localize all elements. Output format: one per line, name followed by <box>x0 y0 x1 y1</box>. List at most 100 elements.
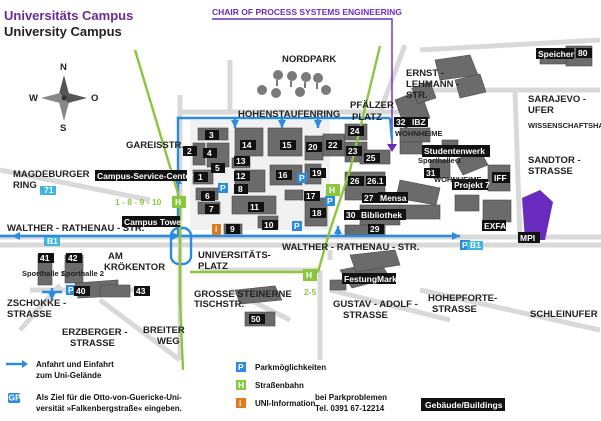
street-erzberger-1: ERZBERGER - <box>62 327 127 338</box>
tram-stop-pfaelzer: H <box>326 184 340 196</box>
building-31[interactable]: 31 <box>426 168 436 178</box>
building-27[interactable]: 27 <box>364 193 374 203</box>
street-ernst-1: ERNST - <box>406 68 444 79</box>
building-2[interactable]: 2 <box>187 146 192 156</box>
studentenwerk[interactable]: Studentenwerk <box>424 146 485 156</box>
building-40[interactable]: 40 <box>76 286 86 296</box>
building-19[interactable]: 19 <box>312 168 322 178</box>
building-6[interactable]: 6 <box>205 191 210 201</box>
building-23[interactable]: 23 <box>348 146 358 156</box>
legend-info: UNI-Information <box>255 399 316 408</box>
compass-north: N <box>60 62 67 73</box>
building-9[interactable]: 9 <box>230 224 235 234</box>
speicher-k-box[interactable] <box>536 48 574 59</box>
street-zschokke-2: STRASSE <box>7 309 52 320</box>
campus-service-center-box[interactable] <box>95 170 187 181</box>
building-4[interactable]: 4 <box>207 148 212 158</box>
mpi-box[interactable] <box>518 232 540 243</box>
legend-parking-icon <box>236 362 246 372</box>
building-25[interactable]: 25 <box>366 153 376 163</box>
building-ibz[interactable]: IBZ <box>412 117 426 127</box>
legend-tram: Straßenbahn <box>255 381 304 390</box>
legend-entry-1: Anfahrt und Einfahrt <box>36 360 114 369</box>
parking-markers: P P P P P P <box>66 173 470 295</box>
building-24[interactable]: 24 <box>350 126 360 136</box>
building-1[interactable]: 1 <box>198 172 203 182</box>
building-22[interactable]: 22 <box>328 140 338 150</box>
speicher-k[interactable]: Speicher K <box>538 49 583 59</box>
building-29[interactable]: 29 <box>370 224 380 234</box>
festungmark-box[interactable] <box>342 273 396 284</box>
svg-text:P: P <box>220 183 226 193</box>
street-sarajevo-2: UFER <box>528 105 554 116</box>
mpi[interactable]: MPI <box>520 233 535 243</box>
street-breiter-1: BREITER <box>143 325 185 336</box>
street-ernst-3: STR. <box>406 90 428 101</box>
wohnheime-2: WOHNHEIME <box>434 175 482 184</box>
building-15[interactable]: 15 <box>282 140 292 150</box>
building-16[interactable]: 16 <box>278 170 288 180</box>
street-wissenschaftshafen: WISSENSCHAFTSHAFEN <box>528 121 601 130</box>
building-10[interactable]: 10 <box>264 220 274 230</box>
legend-tram-icon <box>236 380 246 390</box>
wohnheime-1: WOHNHEIME <box>395 129 443 138</box>
legend: Anfahrt und Einfahrt zum Uni-Gelände GPS… <box>6 360 505 413</box>
building-17[interactable]: 17 <box>306 191 316 201</box>
building-26[interactable]: 26 <box>350 176 360 186</box>
svg-text:H: H <box>329 185 335 195</box>
street-schleinufer: SCHLEINUFER <box>530 309 598 320</box>
projekt7-box[interactable] <box>452 179 488 190</box>
exfa-box[interactable] <box>482 220 506 231</box>
street-nordpark: NORDPARK <box>282 54 336 65</box>
building-41[interactable]: 41 <box>40 253 50 263</box>
buildings-legend-box <box>421 398 505 411</box>
building-11[interactable]: 11 <box>250 202 259 212</box>
festungmark[interactable]: FestungMark <box>344 274 397 284</box>
svg-text:GPS: GPS <box>9 393 27 403</box>
building-26-1[interactable]: 26.1 <box>367 176 384 186</box>
bibliothek[interactable]: Bibliothek <box>361 210 402 220</box>
campus-service-center[interactable]: Campus-Service-Center <box>97 171 194 181</box>
svg-text:i: i <box>215 224 217 234</box>
studentenwerk-box[interactable] <box>422 145 490 157</box>
building-32[interactable]: 32 <box>396 117 406 127</box>
svg-text:71: 71 <box>44 185 54 195</box>
exfa[interactable]: EXFA <box>484 221 506 231</box>
street-hohenstaufenring: HOHENSTAUFENRING <box>238 109 340 120</box>
building-8[interactable]: 8 <box>238 184 243 194</box>
building-5[interactable]: 5 <box>215 163 220 173</box>
building-50[interactable]: 50 <box>251 314 261 324</box>
svg-text:P: P <box>68 285 74 295</box>
street-ernst-2: LEHMANN - <box>406 79 459 90</box>
building-3[interactable]: 3 <box>209 130 214 140</box>
legend-parking: Parkmöglichkeiten <box>255 363 326 372</box>
projekt7[interactable]: Projekt 7 <box>454 180 490 190</box>
street-sarajevo-1: SARAJEVO - <box>528 94 586 105</box>
bibliothek-box[interactable] <box>360 209 406 220</box>
building-7[interactable]: 7 <box>209 204 214 214</box>
street-gustav-1: GUSTAV - ADOLF - <box>333 299 418 310</box>
legend-buildings: Gebäude/Buildings <box>425 400 503 410</box>
building-80[interactable]: 80 <box>578 48 588 58</box>
iff[interactable]: IFF <box>494 173 507 183</box>
tram-lines-left-label: 1 - 8 - 9 - 10 <box>115 197 162 207</box>
street-pfaelzer-1: PFÄLZER <box>350 100 394 111</box>
iff-box[interactable] <box>492 172 510 183</box>
building-30[interactable]: 30 <box>346 210 356 220</box>
sporthalle-2: Sporthalle 2 <box>61 269 104 278</box>
building-42[interactable]: 42 <box>68 253 78 263</box>
building-18[interactable]: 18 <box>312 208 322 218</box>
svg-text:B1: B1 <box>470 240 481 250</box>
building-43[interactable]: 43 <box>136 286 146 296</box>
building-12[interactable]: 12 <box>236 171 246 181</box>
mpi-building[interactable] <box>522 190 553 240</box>
campus-tower-box[interactable] <box>122 216 180 227</box>
building-13[interactable]: 13 <box>236 156 246 166</box>
street-gustav-2: STRASSE <box>343 310 388 321</box>
building-14[interactable]: 14 <box>242 140 252 150</box>
campus-tower[interactable]: Campus Tower <box>124 217 185 227</box>
mensa[interactable]: Mensa <box>380 193 407 203</box>
building-20[interactable]: 20 <box>308 142 318 152</box>
mensa-box[interactable] <box>378 192 408 203</box>
